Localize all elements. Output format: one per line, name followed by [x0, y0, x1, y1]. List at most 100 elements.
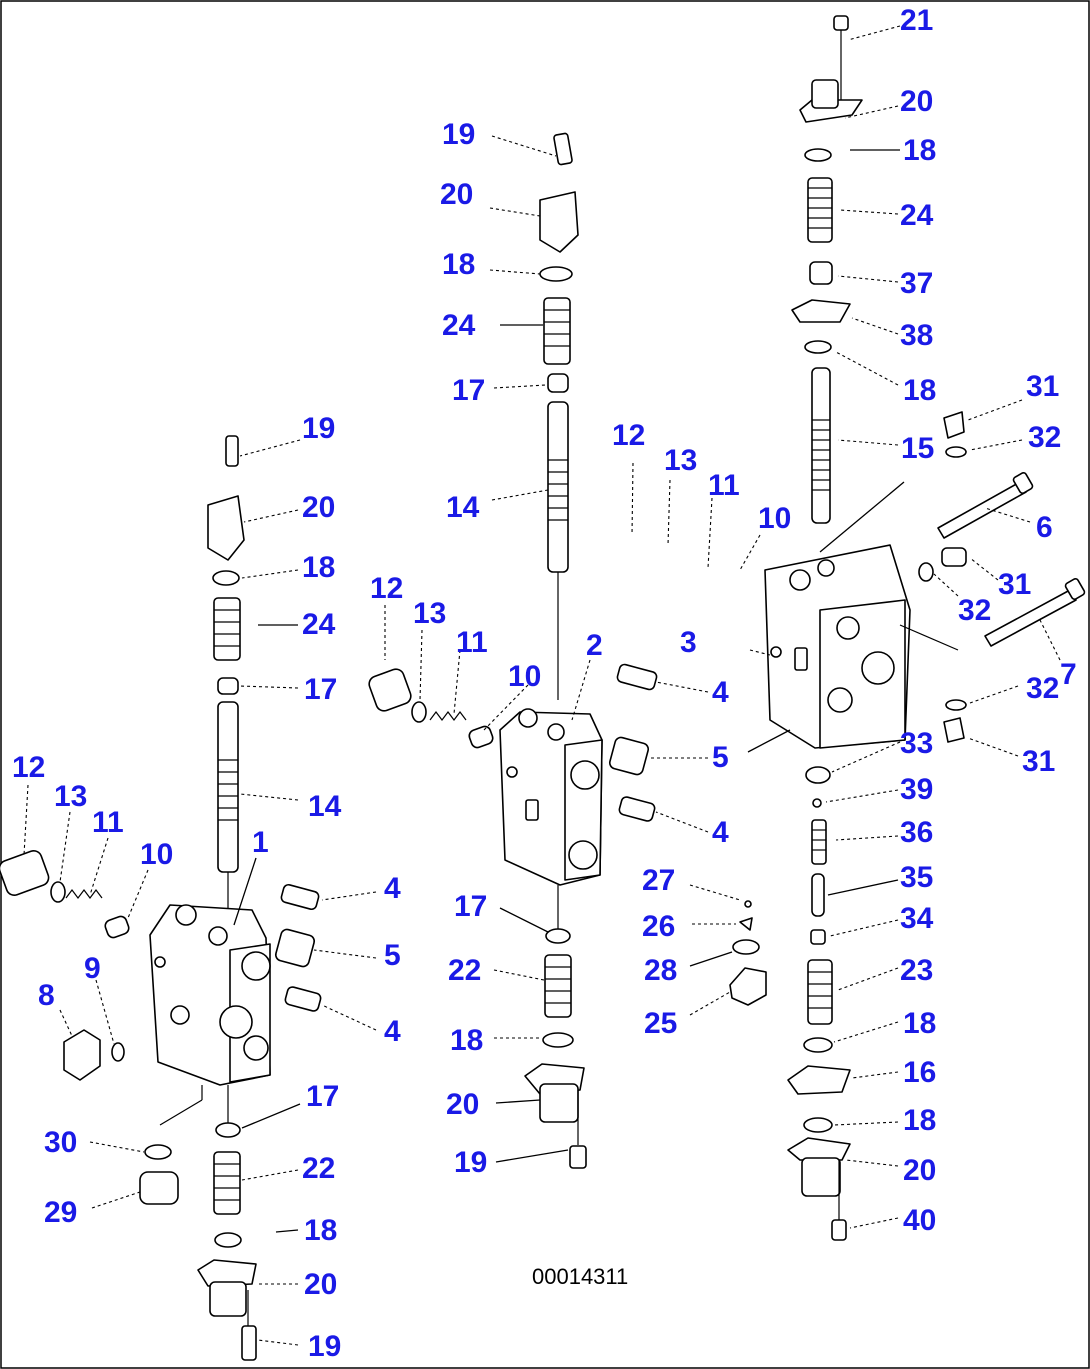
part-cover-20-mid-top: [539, 191, 579, 253]
part-spool-14-mid: [547, 401, 569, 573]
callout-3: 3: [680, 626, 697, 659]
part-spring-22-left: [213, 1151, 241, 1215]
callout-31: 31: [1026, 370, 1059, 403]
part-oring-13-mid: [411, 701, 427, 723]
part-spring-24-mid: [543, 297, 571, 365]
callout-20: 20: [304, 1268, 337, 1301]
part-oring-32: [918, 562, 934, 582]
callout-2: 2: [586, 629, 603, 662]
callout-32: 32: [1028, 421, 1061, 454]
callout-14: 14: [308, 790, 342, 823]
callout-20: 20: [440, 178, 473, 211]
part-gasket-4-left-lower: [284, 986, 322, 1012]
callout-15: 15: [901, 432, 934, 465]
part-cover-20-bottom: [787, 1137, 851, 1161]
part-plug-8: [63, 1029, 101, 1081]
callout-13: 13: [54, 780, 87, 813]
part-bolt-19-left-top: [225, 435, 239, 467]
middle-valve-section: [368, 132, 767, 1169]
part-gasket-5: [608, 736, 650, 776]
part-plug-29: [139, 1171, 179, 1205]
part-spring-36: [811, 819, 827, 865]
callout-10: 10: [140, 838, 173, 871]
callout-12: 12: [370, 572, 403, 605]
callout-4: 4: [384, 1015, 401, 1048]
part-bolt-19-mid-bottom: [569, 1145, 587, 1169]
part-pin-35: [811, 873, 825, 917]
right-valve-section: [764, 15, 1086, 1241]
part-spring-11-left: [65, 889, 103, 899]
callout-12: 12: [612, 419, 645, 452]
callout-8: 8: [38, 979, 55, 1012]
callout-18: 18: [903, 1007, 936, 1040]
callout-9: 9: [84, 952, 101, 985]
callouts: 21 20 18 24 37 38 18 31 32 15 6 31 32 7 …: [12, 4, 1077, 1363]
callout-17: 17: [454, 890, 487, 923]
callout-31: 31: [1022, 745, 1055, 778]
part-spool-15: [811, 367, 831, 524]
callout-18: 18: [903, 374, 936, 407]
part-oring-30: [144, 1144, 172, 1160]
callout-33: 33: [900, 727, 933, 760]
part-bolt-7: [984, 578, 1086, 647]
callout-20: 20: [446, 1088, 479, 1121]
callout-40: 40: [903, 1204, 936, 1237]
callout-4: 4: [712, 676, 729, 709]
callout-22: 22: [302, 1152, 335, 1185]
callout-21: 21: [900, 4, 933, 37]
callout-19: 19: [308, 1330, 341, 1363]
callout-32: 32: [1026, 672, 1059, 705]
part-spring-22-mid: [544, 954, 572, 1018]
part-bolt-19-left-bottom: [241, 1325, 257, 1361]
callout-26: 26: [642, 910, 675, 943]
callout-36: 36: [900, 816, 933, 849]
callout-18: 18: [304, 1214, 337, 1247]
callout-19: 19: [302, 412, 335, 445]
part-oring-28: [732, 939, 760, 955]
part-gasket-4-lower: [618, 796, 656, 822]
callout-16: 16: [903, 1056, 936, 1089]
part-spring-24-left: [213, 597, 241, 661]
callout-1: 1: [252, 826, 269, 859]
part-valve-body-1: [149, 904, 271, 1086]
part-plug-12-mid: [368, 668, 412, 712]
callout-22: 22: [448, 954, 481, 987]
callout-29: 29: [44, 1196, 77, 1229]
callout-18: 18: [450, 1024, 483, 1057]
callout-20: 20: [903, 1154, 936, 1187]
callout-31: 31: [998, 568, 1031, 601]
callout-20: 20: [900, 85, 933, 118]
callout-18: 18: [903, 134, 936, 167]
callout-6: 6: [1036, 511, 1053, 544]
part-plate-16: [787, 1065, 851, 1095]
callout-37: 37: [900, 267, 933, 300]
part-ball-39: [812, 798, 822, 808]
callout-24: 24: [442, 309, 476, 342]
part-plate-38: [791, 299, 851, 323]
callout-25: 25: [644, 1007, 677, 1040]
callout-32: 32: [958, 594, 991, 627]
part-bolt-6: [937, 472, 1034, 539]
callout-24: 24: [900, 199, 934, 232]
callout-4: 4: [384, 872, 401, 905]
callout-34: 34: [900, 902, 934, 935]
part-seat-26: [739, 917, 753, 931]
part-plug-31-top: [943, 411, 965, 439]
callout-11: 11: [92, 806, 124, 839]
callout-7: 7: [1060, 658, 1077, 691]
callout-4: 4: [712, 816, 729, 849]
part-plunger-10-mid: [468, 725, 494, 749]
callout-10: 10: [508, 660, 541, 693]
part-retainer-17-mid: [547, 373, 569, 393]
callout-5: 5: [384, 939, 401, 972]
part-retainer-37: [809, 261, 833, 285]
part-cover-20-left-top: [207, 495, 245, 561]
part-spring-23: [807, 959, 833, 1025]
leader-lines: [23, 25, 1061, 1346]
part-spool-14-left: [217, 701, 239, 873]
callout-13: 13: [413, 597, 446, 630]
callout-5: 5: [712, 741, 729, 774]
callout-23: 23: [900, 954, 933, 987]
callout-38: 38: [900, 319, 933, 352]
